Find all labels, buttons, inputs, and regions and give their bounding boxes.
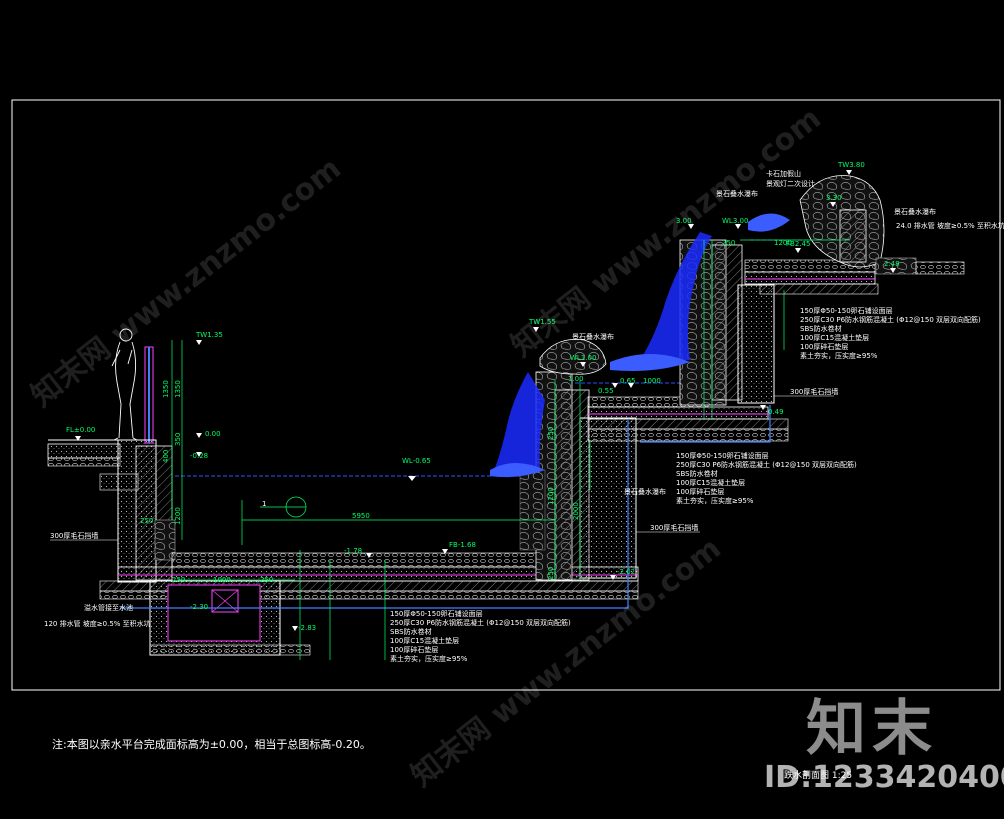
elevation-labels: FL±0.00 TW1.35 0.00 -0.28 WL-0.65 -1.78 … (66, 161, 900, 632)
layer-b-2: SBS防水卷材 (390, 627, 432, 636)
label-drain: 120 排水管 坡度≥0.5% 至积水坑 (44, 619, 151, 628)
elev-p049: 0.49 (768, 408, 784, 416)
elev-neg283: -2.83 (298, 624, 316, 632)
dim-1200c: 1200 (774, 239, 792, 247)
layer-t-3: 100厚C15混凝土垫层 (800, 333, 869, 342)
dim-1350b: 1350 (174, 380, 182, 398)
elev-p330: 3.30 (826, 194, 842, 202)
elev-fb: FB-1.68 (449, 541, 476, 549)
dim-250d: 250 (547, 427, 555, 440)
label-rock-a: 景石叠水瀑布 (572, 332, 614, 341)
layer-m-0: 150厚Φ50-150卵石铺设面层 (676, 451, 769, 460)
dimension-lines (171, 239, 850, 660)
watermark-id: ID:1233420400 (764, 760, 1004, 795)
dimension-numbers: 1350 1350 400 350 1200 250 5950 1000 250… (140, 239, 792, 584)
watermark-logo: 知末 (806, 694, 938, 764)
elev-p300: 3.00 (676, 217, 692, 225)
dim-5950: 5950 (352, 512, 370, 520)
dim-1000b: 1000 (643, 377, 661, 385)
elev-wl300: WL3.00 (722, 217, 748, 225)
dim-1200: 1200 (174, 507, 182, 525)
label-top1: 卡石加假山 (766, 169, 801, 178)
elev-p248: 2.48 (884, 260, 900, 268)
elev-bottom: -1.78 (344, 547, 362, 555)
elev-fb245: FB2.45 (786, 240, 810, 248)
elev-fl: FL±0.00 (66, 426, 95, 434)
label-rock-b: 景石叠水瀑布 (624, 487, 666, 496)
section-no: 1 (262, 500, 266, 508)
waterfall-top (748, 213, 790, 232)
elev-neg202: -2.02 (617, 568, 635, 576)
layer-t-1: 250厚C30 P6防水钢筋混凝土 (Φ12@150 双层双向配筋) (800, 315, 981, 324)
label-wall300: 300厚毛石挡墙 (50, 531, 98, 540)
label-pipe: 溢水管接至水池 (84, 603, 133, 612)
layer-stack-mid: 150厚Φ50-150卵石铺设面层 250厚C30 P6防水钢筋混凝土 (Φ12… (676, 451, 857, 505)
layer-m-2: SBS防水卷材 (676, 469, 718, 478)
elev-p100: 1.00 (568, 375, 584, 383)
layer-m-1: 250厚C30 P6防水钢筋混凝土 (Φ12@150 双层双向配筋) (676, 460, 857, 469)
layer-m-5: 素土夯实，压实度≥95% (676, 496, 754, 505)
left-pool-wall (117, 439, 176, 583)
layer-b-1: 250厚C30 P6防水钢筋混凝土 (Φ12@150 双层双向配筋) (390, 618, 571, 627)
elev-neg028: -0.28 (190, 452, 208, 460)
elev-tw280: TW3.80 (837, 161, 865, 169)
drawing-title: 跌水剖面图 1:25 (784, 769, 852, 781)
dim-400: 400 (162, 450, 170, 463)
callout-labels: 300厚毛石挡墙 300厚毛石挡墙 300厚毛石挡墙 溢水管接至水池 120 排… (44, 169, 1004, 628)
middle-rocks (539, 339, 607, 375)
dim-250c: 250 (260, 576, 273, 584)
lower-pool-bottom (99, 552, 639, 600)
upper-wall (679, 239, 879, 406)
label-stone: 景石叠水瀑布 (894, 207, 936, 216)
layer-t-5: 素土夯实，压实度≥95% (800, 351, 878, 360)
drawing-note: 注:本图以亲水平台完成面标高为±0.00，相当于总图标高-0.20。 (52, 738, 371, 751)
layer-b-5: 素土夯实，压实度≥95% (390, 654, 468, 663)
layer-b-3: 100厚C15混凝土垫层 (390, 636, 459, 645)
layer-t-4: 100厚碎石垫层 (800, 342, 848, 351)
dim-250b: 250 (172, 576, 185, 584)
elev-wl100: WL1.00 (570, 354, 596, 362)
layer-t-2: SBS防水卷材 (800, 324, 842, 333)
elev-p055: 0.55 (598, 387, 614, 395)
dim-2000: 2000 (572, 502, 580, 520)
sump-pit (149, 580, 311, 656)
dim-1200b: 1200 (547, 487, 555, 505)
layer-b-4: 100厚碎石垫层 (390, 645, 438, 654)
layer-stack-top: 150厚Φ50-150卵石铺设面层 250厚C30 P6防水钢筋混凝土 (Φ12… (800, 306, 981, 360)
layer-m-3: 100厚C15混凝土垫层 (676, 478, 745, 487)
dim-250f: 250 (722, 239, 735, 247)
layer-stack-bottom: 150厚Φ50-150卵石铺设面层 250厚C30 P6防水钢筋混凝土 (Φ12… (390, 609, 571, 663)
dim-1000: 1000 (213, 576, 231, 584)
dim-250e: 250 (547, 567, 555, 580)
elev-zero: 0.00 (205, 430, 221, 438)
person-figure (111, 328, 138, 441)
label-wall300c: 300厚毛石挡墙 (790, 387, 838, 396)
elev-p065: 0.65 (620, 377, 636, 385)
drawing-frame (11, 99, 1001, 691)
elev-tw1: TW1.35 (195, 331, 223, 339)
waterfall-upper (610, 232, 712, 371)
railing (144, 346, 154, 444)
top-rocks (799, 175, 965, 275)
elev-wl: WL-0.65 (402, 457, 431, 465)
label-rock-c: 景石叠水瀑布 (716, 189, 758, 198)
label-pipe-right: 24.0 排水管 坡度≥0.5% 至积水坑 (896, 221, 1004, 230)
layer-m-4: 100厚碎石垫层 (676, 487, 724, 496)
pipes (120, 405, 771, 609)
layer-b-0: 150厚Φ50-150卵石铺设面层 (390, 609, 483, 618)
elevation-markers (75, 170, 896, 631)
elev-tw155: TW1.55 (528, 318, 556, 326)
waterfall-lower (490, 372, 545, 478)
dim-250a: 250 (140, 517, 153, 525)
layer-t-0: 150厚Φ50-150卵石铺设面层 (800, 306, 893, 315)
label-wall300b: 300厚毛石挡墙 (650, 523, 698, 532)
label-top2: 景观灯二次设计 (766, 179, 815, 188)
dim-1350a: 1350 (162, 380, 170, 398)
dim-350: 350 (174, 433, 182, 446)
elev-neg230: -2.30 (190, 603, 208, 611)
